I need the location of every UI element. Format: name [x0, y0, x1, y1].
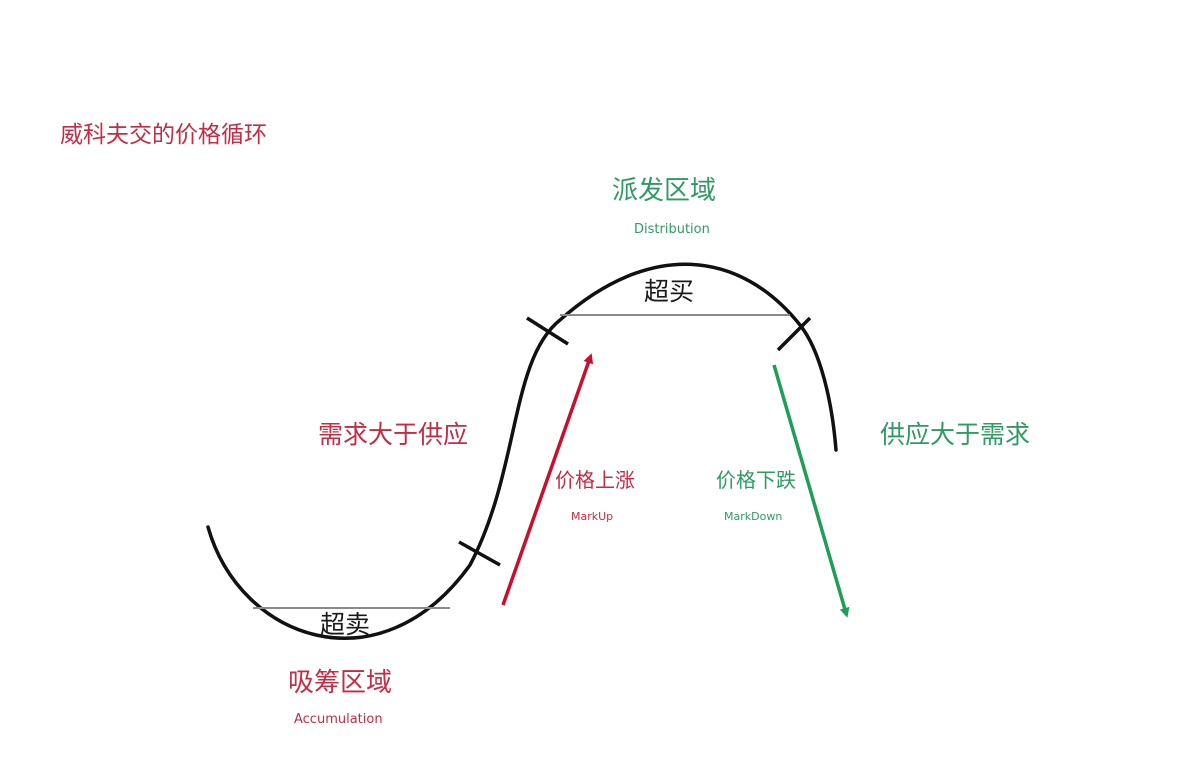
- markup-label-cn: 价格上涨: [555, 468, 635, 492]
- markup-label-en: MarkUp: [571, 510, 614, 523]
- oversold-label: 超卖: [320, 610, 371, 639]
- tick-mark-upper-left: [526, 316, 569, 346]
- tick-mark-upper-right: [776, 316, 812, 352]
- markdown-label-cn: 价格下跌: [716, 468, 796, 492]
- demand-over-supply-label: 需求大于供应: [318, 420, 469, 449]
- price-cycle-curve: [206, 262, 838, 640]
- accumulation-label-cn: 吸筹区域: [288, 668, 393, 698]
- markup-arrow: [501, 353, 594, 606]
- markdown-arrow: [772, 364, 850, 618]
- overbought-label: 超买: [644, 277, 695, 306]
- supply-over-demand-label: 供应大于需求: [880, 420, 1031, 449]
- tick-mark-lower: [458, 540, 501, 567]
- distribution-label-en: Distribution: [634, 222, 710, 237]
- markdown-label-en: MarkDown: [724, 510, 783, 523]
- accumulation-label-en: Accumulation: [294, 712, 383, 727]
- diagram-title: 威科夫交的价格循环: [60, 122, 267, 148]
- distribution-label-cn: 派发区域: [612, 176, 717, 206]
